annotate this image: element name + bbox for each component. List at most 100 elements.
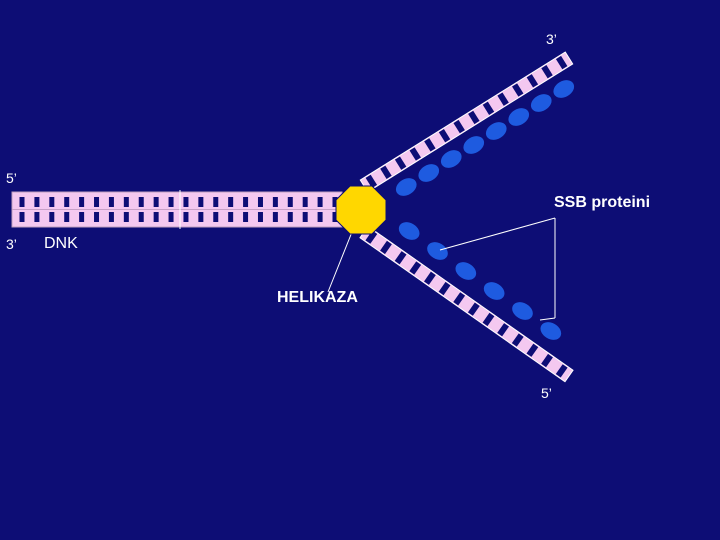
base-rung xyxy=(438,281,451,296)
base-pair-rung xyxy=(19,197,25,207)
base-rung xyxy=(438,129,451,143)
base-pair-rung xyxy=(19,212,25,222)
ssb-protein xyxy=(508,108,530,126)
base-pair-rung xyxy=(94,212,100,222)
upper-single-strand xyxy=(359,51,574,193)
base-pair-rung xyxy=(183,197,189,207)
ssb-protein xyxy=(427,242,448,260)
upper-strand-body xyxy=(359,51,574,193)
base-pair-rung xyxy=(34,212,40,222)
ssb-protein xyxy=(485,122,507,140)
left-bottom-3prime-label: 3’ xyxy=(6,236,17,252)
ssb-protein xyxy=(455,262,477,280)
base-rung xyxy=(380,240,392,255)
top-strand-3prime-label: 3’ xyxy=(546,31,557,47)
bottom-strand-5prime-label: 5’ xyxy=(541,385,552,401)
ssb-protein xyxy=(553,80,575,98)
base-pair-rung xyxy=(302,212,308,222)
ssb-protein xyxy=(418,164,440,182)
base-rung xyxy=(512,83,524,97)
base-rung xyxy=(526,74,539,88)
base-pair-rung xyxy=(287,197,293,207)
base-pair-rung xyxy=(123,212,129,222)
base-pair-rung xyxy=(198,197,204,207)
helicase-label: HELIKAZA xyxy=(277,289,358,306)
base-rung xyxy=(482,312,495,327)
base-pair-rung xyxy=(153,197,159,207)
base-pair-rung xyxy=(123,197,129,207)
lower-strand-body-backbone xyxy=(359,225,574,383)
base-rung xyxy=(394,251,407,265)
base-rung xyxy=(497,92,509,106)
base-pair-rung xyxy=(317,197,323,207)
base-pair-rung xyxy=(79,197,85,207)
ssb-proteins-upper xyxy=(395,80,575,196)
base-pair-rung xyxy=(34,197,40,207)
label-pointer-lines xyxy=(327,217,556,321)
base-rung xyxy=(409,147,421,161)
ssb-pointer-line-lower xyxy=(539,317,556,321)
base-pair-rung xyxy=(64,212,70,222)
base-pair-rung xyxy=(243,212,249,222)
ssb-protein xyxy=(463,136,485,154)
base-pair-rung xyxy=(317,212,323,222)
left-top-5prime-label: 5’ xyxy=(6,170,17,186)
base-rung xyxy=(365,230,378,244)
base-pair-rung xyxy=(332,212,338,222)
base-rung xyxy=(526,343,539,357)
base-pair-rung xyxy=(168,212,174,222)
base-pair-rung xyxy=(287,212,293,222)
base-rung xyxy=(511,333,524,347)
base-pair-rung xyxy=(64,197,70,207)
base-pair-rung xyxy=(138,197,144,207)
ssb-protein xyxy=(512,302,533,320)
helicase-pointer-line xyxy=(327,231,353,293)
lower-single-strand xyxy=(359,225,574,383)
base-rung xyxy=(394,156,407,170)
base-rung xyxy=(482,101,495,115)
base-rung xyxy=(380,165,392,179)
base-pair-rung xyxy=(228,197,234,207)
base-pair-rung xyxy=(272,212,278,222)
base-rung xyxy=(424,138,436,152)
base-rung xyxy=(467,302,480,316)
ssb-protein xyxy=(398,222,420,240)
ssb-protein xyxy=(483,282,505,300)
base-pair-rung xyxy=(302,197,308,207)
ssb-protein xyxy=(395,178,417,196)
base-rung xyxy=(453,292,466,306)
base-pair-rung xyxy=(108,197,114,207)
base-pair-rung xyxy=(183,212,189,222)
base-pair-rung xyxy=(257,197,263,207)
base-rung xyxy=(541,353,553,368)
base-pair-rung xyxy=(198,212,204,222)
base-pair-rung xyxy=(94,197,100,207)
ssb-pointer-line-upper xyxy=(439,217,556,251)
base-pair-rung xyxy=(213,197,219,207)
base-rung xyxy=(423,271,436,285)
base-pair-rung xyxy=(138,212,144,222)
dna-label: DNK xyxy=(44,235,78,252)
base-rung xyxy=(453,119,465,134)
helicase-octagon xyxy=(335,185,387,235)
base-pair-rung xyxy=(257,212,263,222)
base-pair-rung xyxy=(228,212,234,222)
base-pair-rung xyxy=(168,197,174,207)
base-pair-rung xyxy=(49,197,55,207)
base-pair-rung xyxy=(108,212,114,222)
base-rung xyxy=(365,174,378,189)
base-pair-rung xyxy=(153,212,159,222)
base-rung xyxy=(497,323,510,337)
base-pair-rung xyxy=(213,212,219,222)
base-rung xyxy=(409,261,422,275)
ssb-proteins-label: SSB proteini xyxy=(554,194,651,211)
base-pair-rung xyxy=(332,197,338,207)
upper-strand-body-backbone xyxy=(359,51,574,193)
base-pair-rung xyxy=(79,212,85,222)
base-rung xyxy=(541,65,553,79)
base-rung xyxy=(555,55,568,70)
base-rung xyxy=(468,110,480,125)
lower-strand-body xyxy=(359,225,574,383)
ssb-protein xyxy=(440,150,462,168)
